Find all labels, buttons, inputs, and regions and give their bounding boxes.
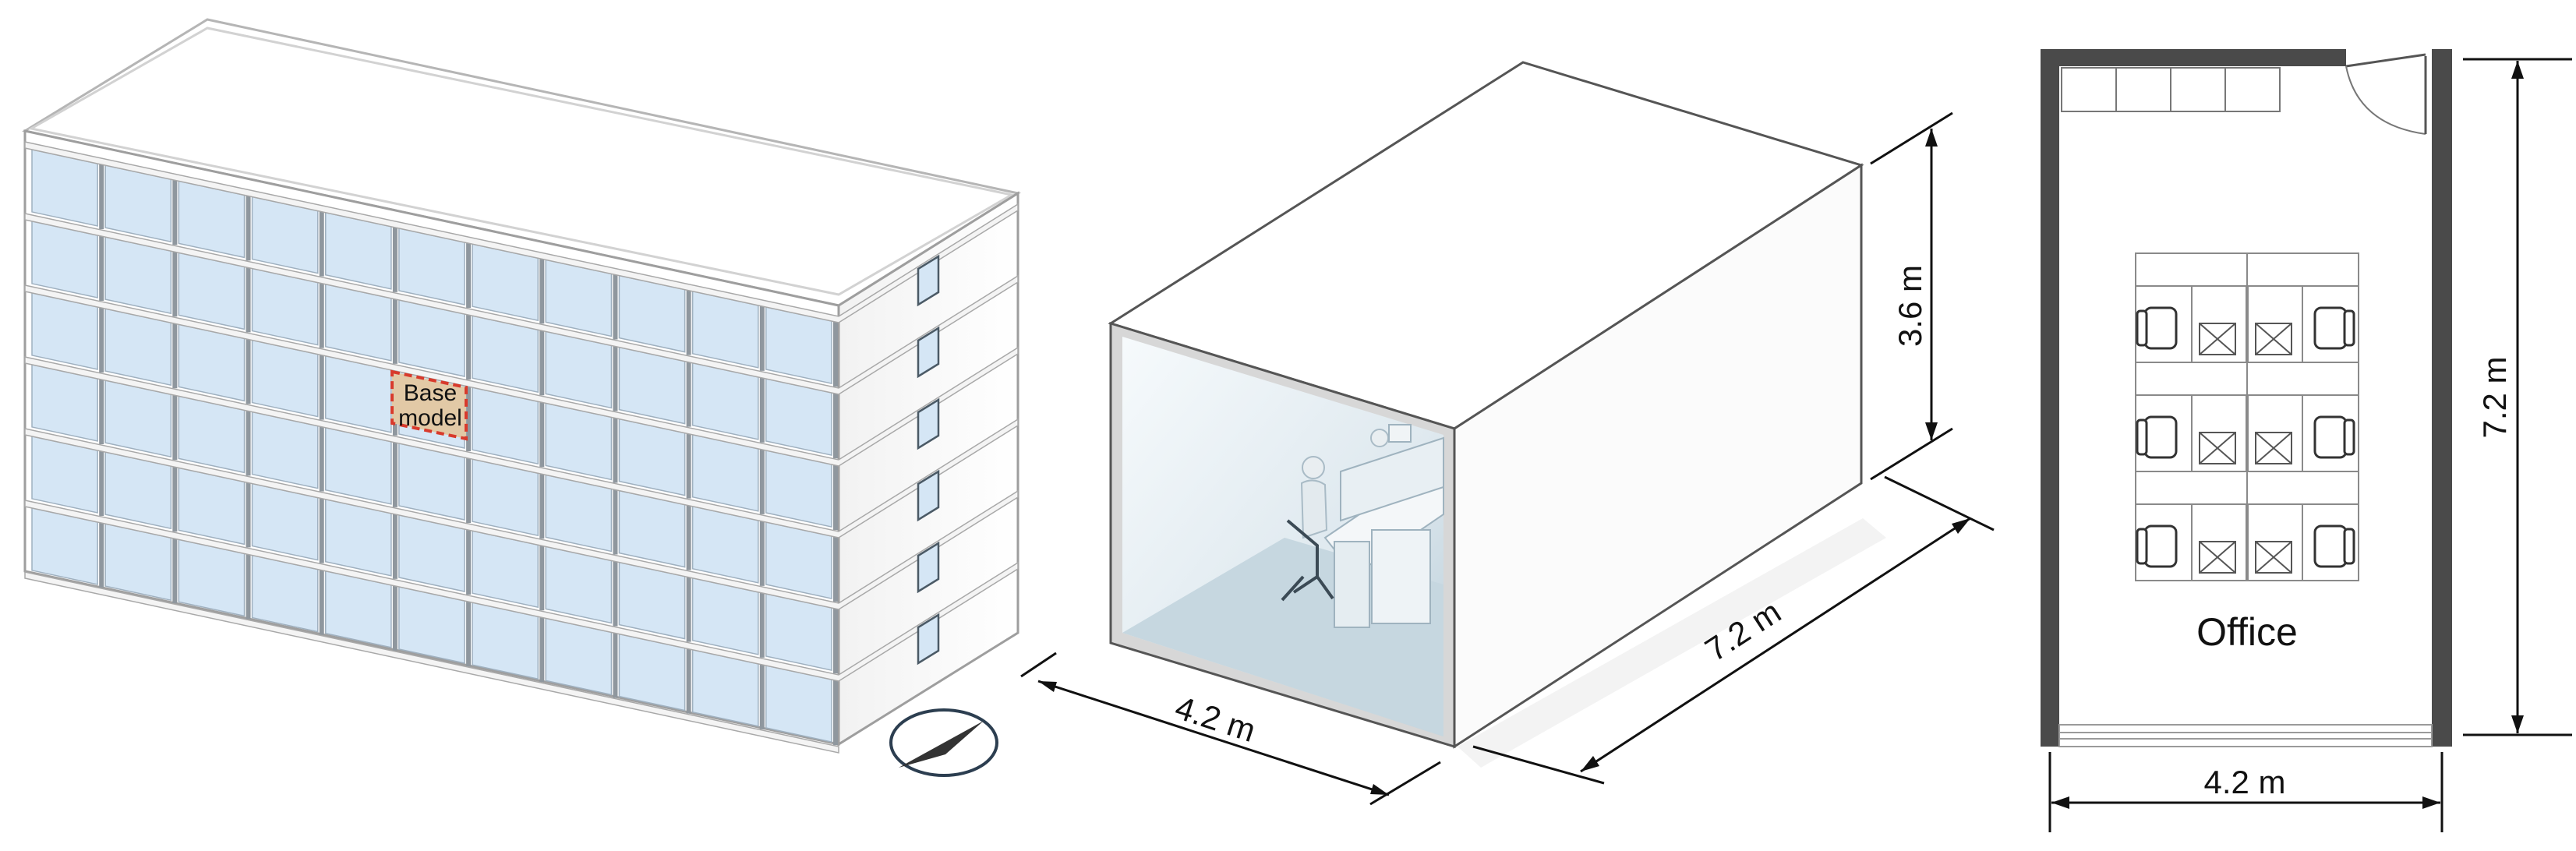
workstation-cluster <box>2135 252 2359 581</box>
iso-person-head <box>1302 456 1325 479</box>
floor-slab <box>24 356 1019 538</box>
door-swing <box>2345 65 2426 135</box>
chair-back <box>2136 528 2148 565</box>
pedestal-cross <box>2199 432 2236 464</box>
chair-back <box>2343 309 2355 347</box>
chair-back <box>2136 418 2148 456</box>
isometric-room: 4.2 m 7.2 m 3.6 m <box>1020 61 1995 806</box>
pedestal-cross <box>2255 432 2292 464</box>
iso-cabinet <box>1334 541 1370 628</box>
iso-person-body <box>1300 479 1328 539</box>
floor-slab <box>24 284 1019 467</box>
compass-ring <box>889 708 998 777</box>
iso-person2-head <box>1370 429 1389 447</box>
plan-depth-arrow-top <box>2511 61 2524 79</box>
iso-height-label: 3.6 m <box>1892 265 1928 347</box>
chair-icon <box>2313 306 2348 350</box>
floor-slab <box>24 500 1019 682</box>
height-ext-bottom <box>1870 427 1953 481</box>
height-arrow-bottom <box>1925 422 1938 440</box>
floor-slab <box>24 141 1019 323</box>
depth-dim-line <box>1580 517 1971 773</box>
depth-arrow-end <box>1952 518 1970 534</box>
side-window <box>917 397 940 450</box>
depth-ext-front <box>1472 745 1605 785</box>
plan-left-wall <box>2041 49 2059 747</box>
side-window <box>917 469 940 522</box>
door-icon <box>2345 53 2427 135</box>
plan-top-wall <box>2041 49 2346 66</box>
floor-slab <box>24 213 1019 395</box>
plan-window <box>2058 724 2433 747</box>
width-arrow-start <box>1038 681 1057 692</box>
office-label: Office <box>2196 610 2298 654</box>
office-furniture <box>1281 424 1444 628</box>
pedestal-cross <box>2255 323 2292 355</box>
side-window <box>917 541 940 594</box>
building-model: Base model <box>22 18 1021 754</box>
chair-icon <box>2313 415 2348 459</box>
width-dim-line <box>1037 680 1390 796</box>
plan-depth-label: 7.2 m <box>2476 356 2513 438</box>
plan-depth-dimension: 7.2 m <box>2463 58 2572 736</box>
pedestal-cross <box>2255 541 2292 574</box>
chair-icon <box>2143 306 2178 350</box>
pedestal-cross <box>2199 541 2236 574</box>
width-ext-left <box>1020 651 1057 678</box>
pedestal-cross <box>2199 323 2236 355</box>
chair-back <box>2343 418 2355 456</box>
plan-depth-arrow-bottom <box>2511 715 2524 733</box>
width-arrow-end <box>1370 784 1389 795</box>
floor-plan: Office 4.2 m 7.2 m <box>2041 49 2572 832</box>
depth-arrow-start <box>1581 756 1599 772</box>
compass-needle <box>899 721 984 768</box>
floor-slab <box>24 428 1019 610</box>
height-dimension: 3.6 m <box>1870 111 1953 481</box>
door-leaf <box>2345 53 2426 68</box>
plan-width-dimension: 4.2 m <box>2048 752 2443 832</box>
plan-width-arrow-left <box>2051 796 2069 809</box>
side-windows <box>917 254 940 666</box>
chair-back <box>2136 309 2148 347</box>
side-window <box>917 326 940 379</box>
floor-slab <box>24 571 839 754</box>
north-arrow-icon <box>889 708 998 777</box>
building-side-facade <box>837 191 1019 747</box>
base-model-box <box>390 369 468 441</box>
height-ext-top <box>1870 111 1953 165</box>
iso-cabinet-2 <box>1371 529 1431 624</box>
plan-width-arrow-right <box>2422 796 2440 809</box>
room-ground-shadow <box>1458 518 1886 768</box>
iso-desk-partition <box>1340 436 1444 522</box>
chair-icon <box>2143 415 2178 459</box>
chair-icon <box>2313 524 2348 568</box>
height-arrow-top <box>1925 129 1938 147</box>
chair-back <box>2343 528 2355 565</box>
plan-right-wall <box>2432 49 2452 747</box>
side-window <box>917 254 940 307</box>
width-ext-right <box>1369 761 1441 806</box>
storage-cabinet <box>2061 67 2281 112</box>
chair-icon <box>2143 524 2178 568</box>
side-window <box>917 613 940 666</box>
iso-chair <box>1281 519 1334 602</box>
floor-slab-lines <box>24 141 1019 754</box>
iso-width-label: 4.2 m <box>1171 689 1260 749</box>
roof-parapet <box>27 26 1016 296</box>
depth-ext-back <box>1884 475 1995 531</box>
facade-windows <box>31 149 838 746</box>
base-model-label-line1: Base <box>404 380 457 406</box>
iso-monitor <box>1388 424 1412 443</box>
base-model-highlight: Base model <box>390 369 468 441</box>
base-model-label-line2: model <box>398 405 462 431</box>
plan-width-label: 4.2 m <box>2203 764 2285 800</box>
